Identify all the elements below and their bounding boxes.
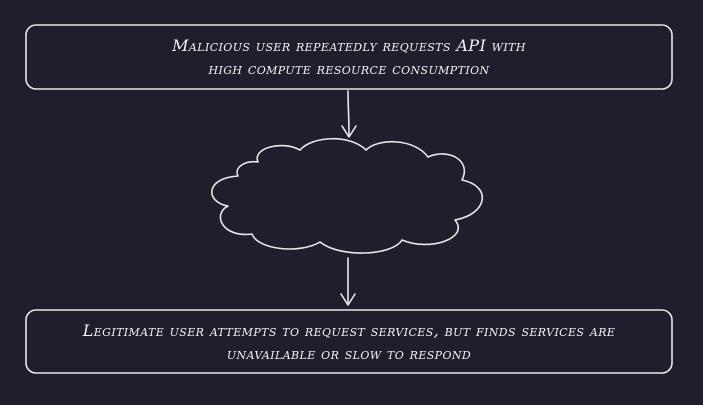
top-box-text: Malicious user repeatedly requests API w… bbox=[26, 25, 672, 89]
arrow-cloud-to-bottom-head bbox=[340, 293, 356, 306]
top-box bbox=[25, 24, 673, 90]
top-box-line-1: Malicious user repeatedly requests API w… bbox=[172, 36, 526, 55]
arrow-top-to-cloud bbox=[347, 90, 350, 137]
top-box-line-2: high compute resource consumption bbox=[208, 59, 490, 78]
bottom-box-line-2: unavailable or slow to respond bbox=[226, 343, 472, 363]
arrow-top-to-cloud-head bbox=[341, 125, 357, 138]
cloud-shape bbox=[211, 138, 483, 254]
bottom-box-line-1: Legitimate user attempts to request serv… bbox=[82, 320, 616, 340]
bottom-box-text: Legitimate user attempts to request serv… bbox=[26, 310, 672, 373]
bottom-box bbox=[25, 309, 673, 374]
